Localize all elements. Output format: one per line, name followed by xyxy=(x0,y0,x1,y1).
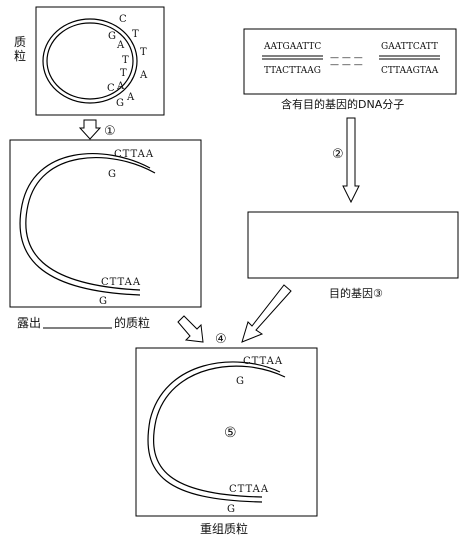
plasmid-outer-ring xyxy=(42,18,138,104)
upper-sticky-end: CTTAA xyxy=(114,149,154,160)
target-gene-caption: 目的基因③ xyxy=(329,286,383,300)
step-one-arrow-icon xyxy=(78,119,102,140)
dna-left-bottom-strand: TTACTTAAG xyxy=(264,66,321,76)
plasmid-label-top: 质 xyxy=(14,35,26,49)
recombinant-lower-g: G xyxy=(227,504,235,515)
plasmid-base: C xyxy=(107,83,115,94)
plasmid-base: A xyxy=(126,92,135,103)
plasmid-inner-ring xyxy=(46,22,134,100)
left-merge-arrow-icon xyxy=(177,315,204,343)
recombinant-inner-strand xyxy=(147,361,281,503)
exposed-plasmid-box xyxy=(9,139,202,308)
lower-sticky-end: CTTAA xyxy=(101,277,141,288)
dna-dashes-bottom: — — — xyxy=(330,60,363,70)
plasmid-base: C xyxy=(119,14,127,25)
upper-sticky-g: G xyxy=(108,169,116,180)
step-four-label: ④ xyxy=(215,332,227,347)
recombinant-lower-sticky-end: CTTAA xyxy=(229,484,269,495)
plasmid-label-bottom: 粒 xyxy=(14,48,26,63)
recombinant-plasmid-box xyxy=(135,347,318,517)
plasmid-base: T xyxy=(132,29,139,40)
exposed-caption-prefix: 露出 xyxy=(17,316,41,330)
plasmid-base: G xyxy=(116,98,124,109)
plasmid-base: T xyxy=(120,68,127,79)
lower-sticky-g: G xyxy=(99,296,107,307)
dna-right-bottom-strand: CTTAAGTAA xyxy=(381,66,439,76)
recombinant-caption: 重组质粒 xyxy=(200,521,248,536)
plasmid-base: A xyxy=(116,40,125,51)
step-two-arrow-icon xyxy=(342,117,360,204)
cut-plasmid-inner-strand xyxy=(19,153,151,296)
right-merge-arrow-icon xyxy=(241,284,292,343)
dna-molecule-box xyxy=(243,28,457,95)
plasmid-base: T xyxy=(140,47,147,58)
center-mark: ⑤ xyxy=(224,425,237,441)
target-gene-box xyxy=(247,211,459,279)
plasmid-base: G xyxy=(108,31,116,42)
dna-right-top-strand: GAATTCATT xyxy=(381,42,438,52)
step-two-label: ② xyxy=(332,147,344,162)
recombinant-upper-sticky-end: CTTAA xyxy=(243,356,283,367)
plasmid-box xyxy=(35,6,165,116)
step-one-label: ① xyxy=(104,124,116,139)
plasmid-base: A xyxy=(116,81,125,92)
exposed-caption-suffix: 的质粒 xyxy=(114,315,150,330)
dna-left-top-strand: AATGAATTC xyxy=(263,42,321,52)
dna-molecule-caption: 含有目的基因的DNA分子 xyxy=(281,97,404,111)
plasmid-base: A xyxy=(139,70,148,81)
recombinant-outer-strand xyxy=(152,365,286,498)
cut-plasmid-outer-strand xyxy=(25,157,156,291)
plasmid-base: T xyxy=(122,55,129,66)
dna-dashes-top: — — — xyxy=(330,53,363,63)
recombinant-upper-g: G xyxy=(236,376,244,387)
